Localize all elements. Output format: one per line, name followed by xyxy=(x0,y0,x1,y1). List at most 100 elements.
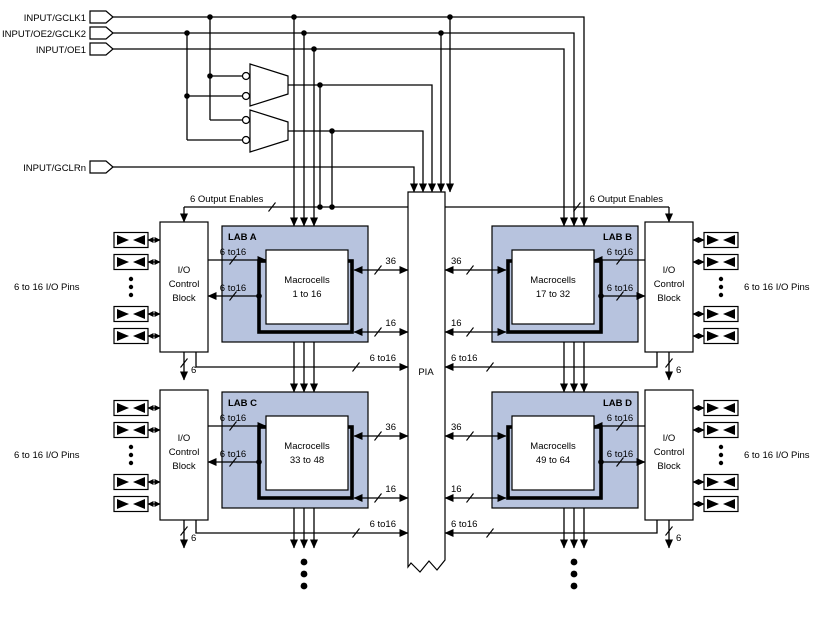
pia-label: PIA xyxy=(418,367,434,378)
lab-d: LAB D Macrocells 49 to 64 xyxy=(491,391,639,509)
io-pin-buffers: 6 to 16 I/O Pins 6 to 16 I/O Pins 6 to 1… xyxy=(14,231,810,513)
lab-c: LAB C Macrocells 33 to 48 xyxy=(221,391,369,509)
bus-width-label: 36 xyxy=(451,256,462,267)
bus-labels: 6 Output Enables 6 Output Enables 6 to16… xyxy=(190,194,681,544)
io-block-label: Block xyxy=(172,293,195,304)
lab-b-label: LAB B xyxy=(603,232,632,243)
lab-a-label: LAB A xyxy=(228,232,257,243)
bus-width-label: 16 xyxy=(451,484,462,495)
lab-interconnect-wires xyxy=(180,256,673,549)
input-label-gclrn: INPUT/GCLRn xyxy=(23,163,86,174)
wire-io-feedback-topright xyxy=(444,352,658,371)
junction-dot xyxy=(184,93,190,99)
mux-icon xyxy=(249,109,289,153)
io-control-block-bottom-left xyxy=(159,389,209,521)
global-control-muxes xyxy=(241,63,289,153)
ellipsis-dot xyxy=(570,570,578,578)
io-buffer-column-bottom-left xyxy=(113,399,161,513)
io-control-block-top-left xyxy=(159,221,209,353)
input-pin-icon xyxy=(89,10,114,24)
junction-dot xyxy=(256,459,262,465)
bus-width-label: 16 xyxy=(385,318,396,329)
bus-width-label: 6 to16 xyxy=(607,413,633,424)
junction-dot xyxy=(447,14,453,20)
io-block-label: Control xyxy=(169,447,200,458)
macrocell-box-d xyxy=(511,415,595,491)
macrocells-range-label: 17 to 32 xyxy=(536,289,570,300)
wire-io-feedback-topleft xyxy=(195,352,409,371)
mux-input-bubble xyxy=(241,91,251,101)
junction-dot xyxy=(207,14,213,20)
macrocell-box-a xyxy=(265,249,349,325)
ellipsis-dot xyxy=(570,582,578,590)
ellipsis-dot xyxy=(300,558,308,566)
mux-input-bubble xyxy=(241,135,251,145)
wire-io-feedback-bottomleft xyxy=(195,520,409,537)
wire-mux-feed-a xyxy=(209,17,243,121)
ellipsis-dot xyxy=(300,570,308,578)
macrocells-label: Macrocells xyxy=(530,441,576,452)
io-control-block-bottom-right xyxy=(644,389,694,521)
ellipsis-dot xyxy=(570,558,578,566)
bus-width-label: 6 xyxy=(191,533,196,544)
bus-width-label: 6 to16 xyxy=(220,247,246,258)
bus-width-label: 36 xyxy=(451,422,462,433)
input-label-gclk1: INPUT/GCLK1 xyxy=(24,13,86,24)
io-block-label: Block xyxy=(657,461,680,472)
bus-width-label: 6 to16 xyxy=(451,353,477,364)
output-enables-label-right: 6 Output Enables xyxy=(590,194,664,205)
junction-dots xyxy=(184,14,604,465)
junction-dot xyxy=(301,30,307,36)
io-block-label: Control xyxy=(169,279,200,290)
input-pin-icon xyxy=(89,160,114,174)
io-block-label: Block xyxy=(172,461,195,472)
io-buffer-column-top-left xyxy=(113,231,161,345)
bus-width-label: 6 xyxy=(676,365,681,376)
bus-width-label: 16 xyxy=(451,318,462,329)
lab-b: LAB B Macrocells 17 to 32 xyxy=(491,225,639,343)
macrocells-range-label: 1 to 16 xyxy=(292,289,321,300)
lab-a: LAB A Macrocells 1 to 16 xyxy=(221,225,369,343)
input-label-oe1: INPUT/OE1 xyxy=(36,45,86,56)
junction-dot xyxy=(598,293,604,299)
io-buffer-column-top-right xyxy=(692,231,739,345)
bus-width-label: 6 to16 xyxy=(607,449,633,460)
junction-dot xyxy=(207,73,213,79)
input-pin-icon xyxy=(89,42,114,56)
macrocell-box-c xyxy=(265,415,349,491)
io-block-label: I/O xyxy=(663,265,676,276)
io-control-blocks: I/O Control Block I/O Control Block I/O … xyxy=(159,221,694,521)
junction-dot xyxy=(184,30,190,36)
junction-dot xyxy=(317,204,323,210)
junction-dot xyxy=(256,293,262,299)
lab-c-label: LAB C xyxy=(228,398,257,409)
io-buffer-column-bottom-right xyxy=(692,399,739,513)
bus-width-label: 6 to16 xyxy=(370,519,396,530)
wire-io-feedback-bottomright xyxy=(444,520,658,537)
bus-width-label: 6 to16 xyxy=(220,283,246,294)
bus-width-label: 6 to16 xyxy=(607,283,633,294)
bus-width-label: 6 to16 xyxy=(370,353,396,364)
bus-width-label: 6 to16 xyxy=(607,247,633,258)
ellipsis-dot xyxy=(300,582,308,590)
global-signal-wires xyxy=(113,16,588,227)
io-pins-label-bottom-right: 6 to 16 I/O Pins xyxy=(744,450,810,461)
mux-input-bubble xyxy=(241,71,251,81)
bus-width-ticks xyxy=(180,202,673,538)
junction-dot xyxy=(311,46,317,52)
bus-width-label: 6 to16 xyxy=(220,449,246,460)
wire-mux1-out xyxy=(288,84,436,193)
bus-width-label: 6 xyxy=(191,365,196,376)
io-pins-label-top-left: 6 to 16 I/O Pins xyxy=(14,282,80,293)
lab-d-label: LAB D xyxy=(603,398,632,409)
mux-input-bubble xyxy=(241,115,251,125)
pia-block xyxy=(407,191,446,573)
wire-gclk2 xyxy=(113,32,578,227)
mux-icon xyxy=(249,63,289,107)
io-block-label: Control xyxy=(654,447,685,458)
output-enables-label-left: 6 Output Enables xyxy=(190,194,264,205)
wire-oe1 xyxy=(113,48,568,227)
wire-gclk1 xyxy=(113,16,588,227)
pia: PIA xyxy=(407,191,446,573)
